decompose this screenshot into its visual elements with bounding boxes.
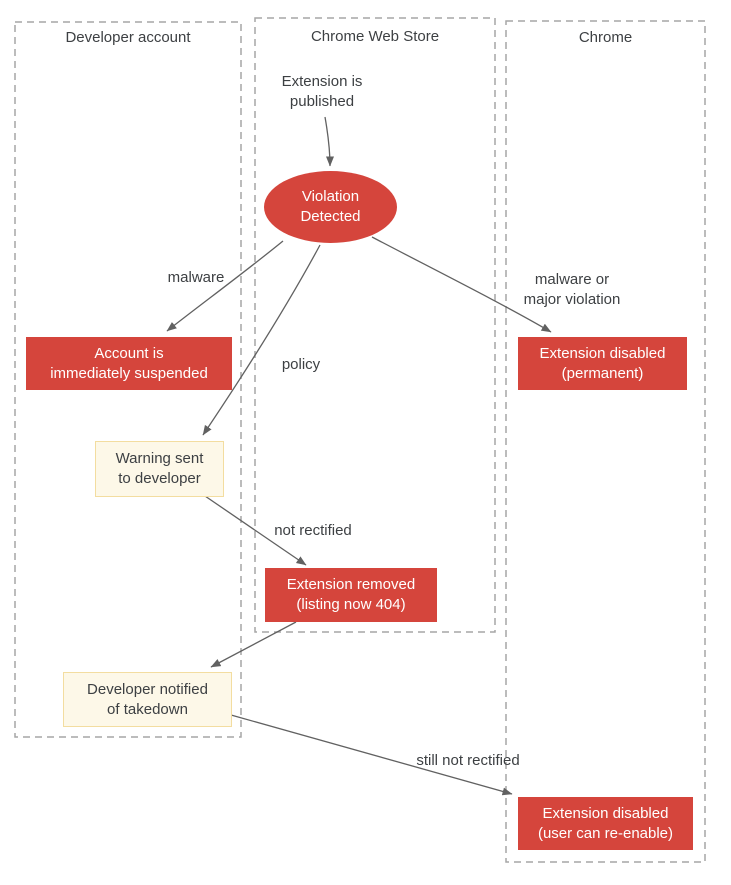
lane-title-developer-account: Developer account xyxy=(65,29,191,46)
lane-developer-account-border xyxy=(14,21,242,738)
node-extension-published: Extension is published xyxy=(281,73,363,110)
node-warning-sent: Warning sent to developer xyxy=(95,441,224,497)
lane-title-chrome-web-store: Chrome Web Store xyxy=(310,28,440,45)
node-developer-notified: Developer notified of takedown xyxy=(63,672,232,727)
node-account-suspended: Account is immediately suspended xyxy=(26,337,232,390)
arrow-violation-to-disabled-permanent xyxy=(371,236,552,333)
arrow-violation-to-warning-sent xyxy=(202,244,321,436)
edge-label-policy: policy xyxy=(281,356,321,373)
edge-label-malware-or-major-violation: malware or major violation xyxy=(523,271,621,308)
lane-chrome-border xyxy=(505,20,706,863)
arrow-violation-to-account-suspended xyxy=(166,240,284,332)
lane-chrome-web-store-border xyxy=(254,17,496,633)
node-violation-detected: Violation Detected xyxy=(264,171,397,243)
edge-label-malware: malware xyxy=(167,269,225,286)
arrow-warning-to-extension-removed xyxy=(204,495,307,566)
node-extension-disabled-permanent: Extension disabled (permanent) xyxy=(518,337,687,390)
edge-label-still-not-rectified: still not rectified xyxy=(416,752,520,769)
edge-label-not-rectified: not rectified xyxy=(274,522,352,539)
node-extension-disabled-reenable: Extension disabled (user can re-enable) xyxy=(518,797,693,850)
node-extension-removed: Extension removed (listing now 404) xyxy=(265,568,437,622)
arrow-developer-notified-to-disabled-reenable xyxy=(230,714,513,796)
arrow-extension-removed-to-developer-notified xyxy=(210,621,297,668)
lane-title-chrome: Chrome xyxy=(578,29,633,46)
arrow-published-to-violation xyxy=(324,116,334,167)
